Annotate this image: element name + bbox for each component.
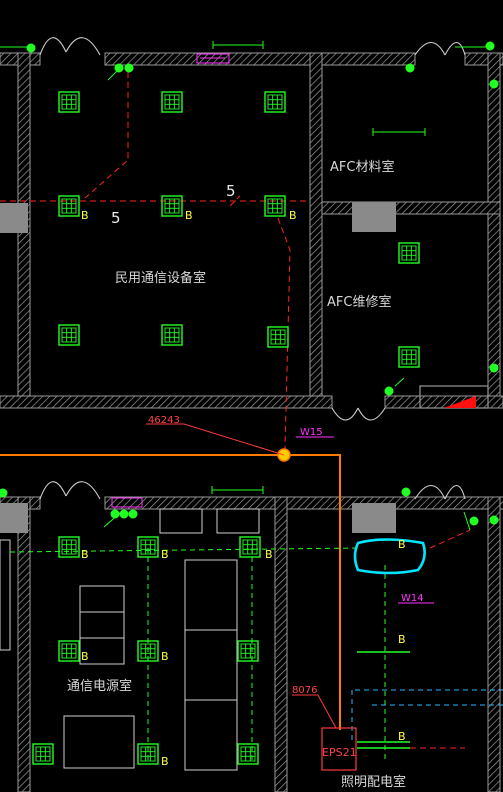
light-fixture — [58, 195, 80, 217]
room-label-afc-material: AFC材料室 — [330, 159, 394, 175]
light-fixture — [137, 536, 159, 558]
fixture-tag-b: B — [161, 548, 169, 561]
fixture-tag-b: B — [161, 755, 169, 768]
switch-count-label: 5 — [111, 209, 121, 227]
fixture-tag-b: B — [398, 730, 406, 743]
room-label-comm-power: 通信电源室 — [67, 678, 132, 694]
light-fixture — [398, 242, 420, 264]
cyan-circuits — [351, 689, 503, 740]
upper-walls — [0, 52, 503, 409]
elevation-label: 46243 — [148, 415, 180, 426]
leader-lines — [146, 423, 337, 729]
cable-tag-w14: W14 — [401, 593, 424, 604]
light-fixture — [137, 743, 159, 765]
dimension-ticks — [0, 41, 490, 494]
eps21-panel-box — [321, 727, 357, 771]
light-fixture — [264, 195, 286, 217]
upper-door-swings — [39, 37, 466, 421]
fixture-tag-b: B — [81, 209, 89, 222]
room-labels: 民用通信设备室 AFC材料室 AFC维修室 通信电源室 照明配电室 — [67, 159, 406, 790]
room-label-lighting-room: 照明配电室 — [341, 774, 406, 790]
switch-count-label: 5 — [226, 182, 236, 200]
light-fixture — [32, 743, 54, 765]
lower-walls — [0, 496, 503, 792]
panel-label-eps21: EPS21 — [322, 746, 357, 759]
green-bus-lower — [357, 651, 410, 749]
light-fixture — [58, 536, 80, 558]
orange-feeder — [0, 454, 341, 730]
wall-switches — [0, 41, 499, 531]
fixture-tag-b: B — [398, 633, 406, 646]
light-fixture — [237, 743, 259, 765]
light-fixture — [58, 91, 80, 113]
light-fixture — [58, 640, 80, 662]
fixture-tag-b: B — [81, 548, 89, 561]
green-circuits-lower — [9, 547, 386, 760]
fixture-tag-b: B — [398, 538, 406, 551]
lighting-circuits-lower — [360, 529, 471, 749]
fixture-tag-b: B — [289, 209, 297, 222]
room-label-afc-repair: AFC维修室 — [327, 294, 391, 310]
light-fixture — [161, 91, 183, 113]
light-fixture — [239, 536, 261, 558]
annotations: 46243 W15 W14 8076 EPS21 5 5 B B B B B B… — [81, 182, 424, 768]
cable-tag-w15: W15 — [300, 427, 323, 438]
fixture-tag-b: B — [161, 650, 169, 663]
light-fixture — [267, 326, 289, 348]
light-fixture — [398, 346, 420, 368]
fixture-tag-b: B — [185, 209, 193, 222]
lighting-circuits-upper — [0, 72, 306, 451]
lower-door-swings — [39, 481, 466, 500]
light-fixture — [161, 195, 183, 217]
light-fixture — [237, 640, 259, 662]
light-fixture — [161, 324, 183, 346]
fixture-tag-b: B — [265, 548, 273, 561]
magenta-tags — [111, 53, 434, 604]
cyan-revision-cloud — [353, 538, 426, 575]
cable-tag-8076: 8076 — [292, 685, 317, 696]
room-label-civil-comm: 民用通信设备室 — [115, 270, 206, 286]
light-fixture — [58, 324, 80, 346]
fixture-tag-b: B — [81, 650, 89, 663]
light-fixture — [264, 91, 286, 113]
